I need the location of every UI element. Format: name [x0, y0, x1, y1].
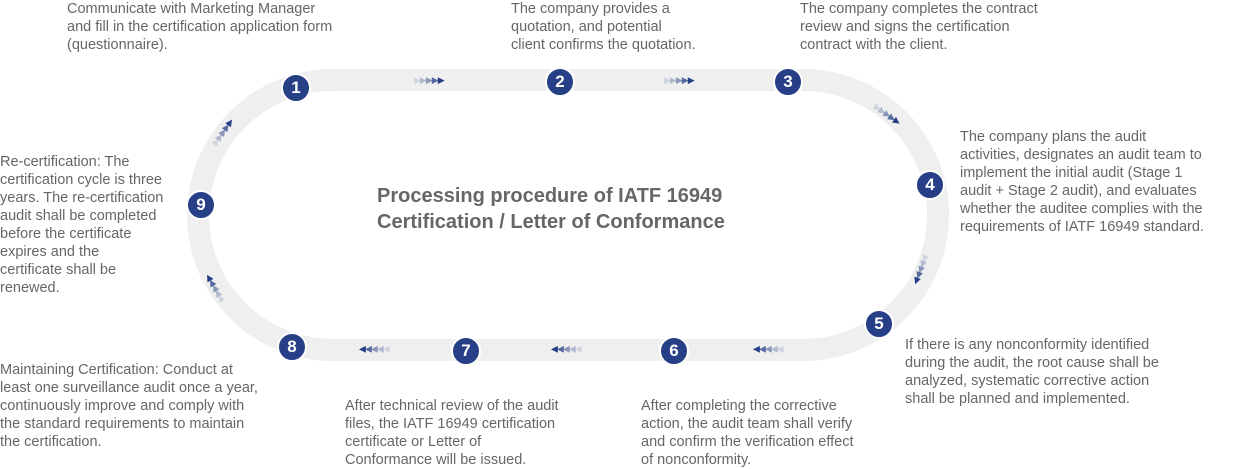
arrow-icon: ▶ — [575, 345, 582, 355]
arrow-icon: ▶ — [687, 75, 695, 85]
arrow-icon: ▶ — [771, 345, 778, 355]
arrow-icon: ▶ — [377, 345, 384, 355]
arrow-icon: ▶ — [419, 75, 427, 85]
arrow-icon: ▶ — [759, 345, 766, 355]
step-8-badge: 8 — [277, 332, 307, 362]
step-4-badge: 4 — [915, 170, 945, 200]
arrow-icon: ▶ — [425, 75, 433, 85]
flow-arrows-7-8: ▶▶▶▶▶ — [360, 345, 390, 355]
arrow-icon: ▶ — [563, 345, 570, 355]
step-4-description: The company plans the audit activities, … — [960, 129, 1204, 235]
arrow-icon: ▶ — [383, 345, 390, 355]
step-8-description: Maintaining Certification: Conduct at le… — [0, 362, 258, 450]
arrow-icon: ▶ — [675, 75, 683, 85]
step-5-description: If there is any nonconformity identified… — [905, 337, 1159, 407]
title-line-2: Certification / Letter of Conformance — [377, 211, 725, 233]
arrow-icon: ▶ — [371, 345, 378, 355]
step-9-badge: 9 — [186, 190, 216, 220]
arrow-icon: ▶ — [431, 75, 439, 85]
flow-arrows-6-7: ▶▶▶▶▶ — [552, 345, 582, 355]
step-9-description: Re-certification: The certification cycl… — [0, 154, 164, 296]
arrow-icon: ▶ — [414, 75, 421, 85]
step-7-description: After technical review of the audit file… — [345, 398, 559, 468]
arrow-icon: ▶ — [681, 75, 689, 85]
step-6-badge: 6 — [659, 336, 689, 366]
arrow-icon: ▶ — [569, 345, 576, 355]
arrow-icon: ▶ — [777, 345, 784, 355]
step-1-badge: 1 — [281, 73, 311, 103]
step-3-badge: 3 — [773, 67, 803, 97]
step-2-badge: 2 — [545, 67, 575, 97]
arrow-icon: ▶ — [669, 75, 677, 85]
step-5-badge: 5 — [864, 309, 894, 339]
step-1-description: Communicate with Marketing Manager and f… — [67, 1, 333, 53]
arrow-icon: ▶ — [765, 345, 772, 355]
flow-arrows-2-3: ▶▶▶▶▶ — [664, 75, 695, 85]
flow-arrows-1-2: ▶▶▶▶▶ — [414, 75, 445, 85]
diagram-title: Processing procedure of IATF 16949 Certi… — [377, 183, 725, 235]
title-line-1: Processing procedure of IATF 16949 — [377, 185, 723, 207]
arrow-icon: ▶ — [664, 75, 671, 85]
arrow-icon: ▶ — [557, 345, 564, 355]
step-3-description: The company completes the contract revie… — [800, 1, 1038, 53]
arrow-icon: ▶ — [437, 75, 445, 85]
step-7-badge: 7 — [451, 336, 481, 366]
step-2-description: The company provides a quotation, and po… — [511, 1, 696, 53]
flow-arrows-5-6: ▶▶▶▶▶ — [754, 345, 784, 355]
step-6-description: After completing the corrective action, … — [641, 398, 854, 468]
arrow-icon: ▶ — [365, 345, 372, 355]
